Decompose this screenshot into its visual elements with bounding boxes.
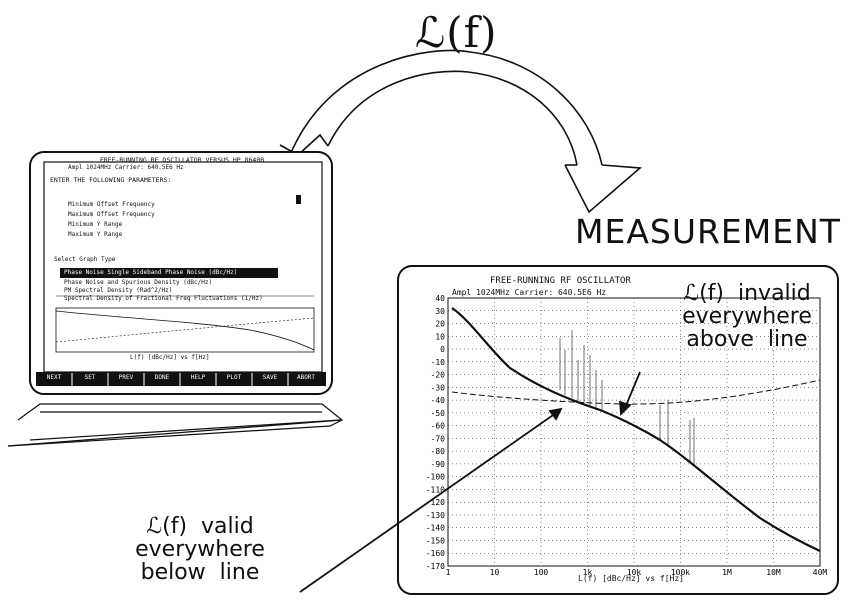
measurement-result-title: MEASUREMENT RESULT [575, 212, 841, 251]
softkey-prev[interactable]: PREV [118, 374, 134, 381]
param-min-y[interactable]: Minimum Y Range [68, 221, 123, 228]
y-tick-label: -110 [426, 485, 445, 494]
y-tick-label: -10 [431, 358, 446, 367]
annotation-invalid: ℒ(f) invalid everywhere above line [682, 281, 812, 352]
param-min-offset[interactable]: Minimum Offset Frequency [68, 201, 155, 208]
chart-grid [448, 298, 820, 566]
annotation-valid: ℒ(f) valid everywhere below line [135, 514, 265, 585]
chart-x-label: L(f) [dBc/Hz] vs f[Hz] [578, 574, 684, 583]
y-tick-label: -50 [431, 409, 446, 418]
y-tick-label: 0 [440, 345, 445, 354]
result-frame [397, 265, 839, 595]
y-tick-label: -120 [426, 498, 445, 507]
monitor-params-list: Minimum Offset Frequency Maximum Offset … [68, 200, 155, 240]
softkey-save[interactable]: SAVE [262, 374, 278, 381]
y-tick-label: -80 [431, 447, 446, 456]
softkey-done[interactable]: DONE [154, 374, 170, 381]
graph-option[interactable]: Phase Noise and Spurious Density (dBc/Hz… [64, 279, 213, 286]
monitor-prompt: ENTER THE FOLLOWING PARAMETERS: [50, 176, 172, 184]
y-tick-label: -70 [431, 434, 446, 443]
y-tick-label: 30 [435, 307, 445, 316]
graph-option[interactable]: Spectral Density of Fractional Freq Fluc… [64, 295, 263, 302]
y-tick-label: -130 [426, 511, 445, 520]
param-max-y[interactable]: Maximum Y Range [68, 231, 123, 238]
y-tick-label: -60 [431, 422, 446, 431]
x-tick-label: 1 [446, 568, 451, 577]
x-tick-label: 100k [671, 568, 690, 577]
softkey-next[interactable]: NEXT [46, 374, 62, 381]
softkey-plot[interactable]: PLOT [226, 374, 242, 381]
softkey-row: NEXT SET PREV DONE HELP PLOT SAVE ABORT [36, 374, 326, 381]
graph-options-list: Phase Noise and Spurious Density (dBc/Hz… [64, 279, 263, 303]
y-tick-label: -30 [431, 383, 446, 392]
monitor-header: Ampl 1024MHz Carrier: 640.5E6 Hz [68, 164, 184, 171]
y-tick-label: 40 [435, 294, 445, 303]
x-tick-label: 40M [813, 568, 828, 577]
graph-option[interactable]: PM Spectral Density (Rad^2/Hz) [64, 287, 173, 294]
softkey-set[interactable]: SET [84, 374, 96, 381]
curved-arrow [279, 49, 642, 214]
x-tick-label: 10k [627, 568, 642, 577]
chart-y-ticks: 40 30 20 10 0 -10 -20 -30 -40 -50 -60 -70 -80 -90 -100… [426, 294, 445, 571]
measured-noise-curve [451, 307, 821, 552]
chart-subtitle: Ampl 1024MHz Carrier: 640.5E6 Hz [452, 288, 607, 297]
y-tick-label: -100 [426, 473, 445, 482]
x-tick-label: 10M [766, 568, 781, 577]
graph-type-label: Select Graph Type [54, 256, 116, 263]
y-tick-label: 10 [435, 332, 445, 341]
softkey-abort[interactable]: ABORT [296, 374, 316, 381]
y-tick-label: -170 [426, 562, 445, 571]
x-tick-label: 1M [722, 568, 732, 577]
param-max-offset[interactable]: Maximum Offset Frequency [68, 211, 155, 218]
graph-option-selected[interactable]: Phase Noise Single Sideband Phase Noise … [64, 269, 238, 276]
x-tick-label: 1k [583, 568, 593, 577]
y-tick-label: -40 [431, 396, 446, 405]
x-tick-label: 100 [534, 568, 549, 577]
y-tick-label: -150 [426, 536, 445, 545]
y-tick-label: -140 [426, 524, 445, 533]
chart-title: FREE-RUNNING RF OSCILLATOR [490, 276, 631, 286]
x-tick-label: 10 [490, 568, 500, 577]
annotation-pointers [299, 371, 641, 593]
keyboard-illustration [7, 403, 344, 447]
monitor-footer-label: L(f) [dBc/Hz] vs f[Hz] [130, 354, 210, 361]
softkey-help[interactable]: HELP [190, 374, 206, 381]
top-label: ℒ(f) [415, 8, 498, 57]
monitor-illustration [29, 151, 333, 395]
monitor-title: FREE-RUNNING RF OSCILLATOR VERSUS HP 864… [99, 156, 265, 164]
chart-x-ticks: 1 10 100 1k 10k 100k 1M 10M 40M [446, 568, 828, 577]
y-tick-label: 20 [435, 320, 445, 329]
y-tick-label: -160 [426, 549, 445, 558]
y-tick-label: -20 [431, 371, 446, 380]
y-tick-label: -90 [431, 460, 446, 469]
